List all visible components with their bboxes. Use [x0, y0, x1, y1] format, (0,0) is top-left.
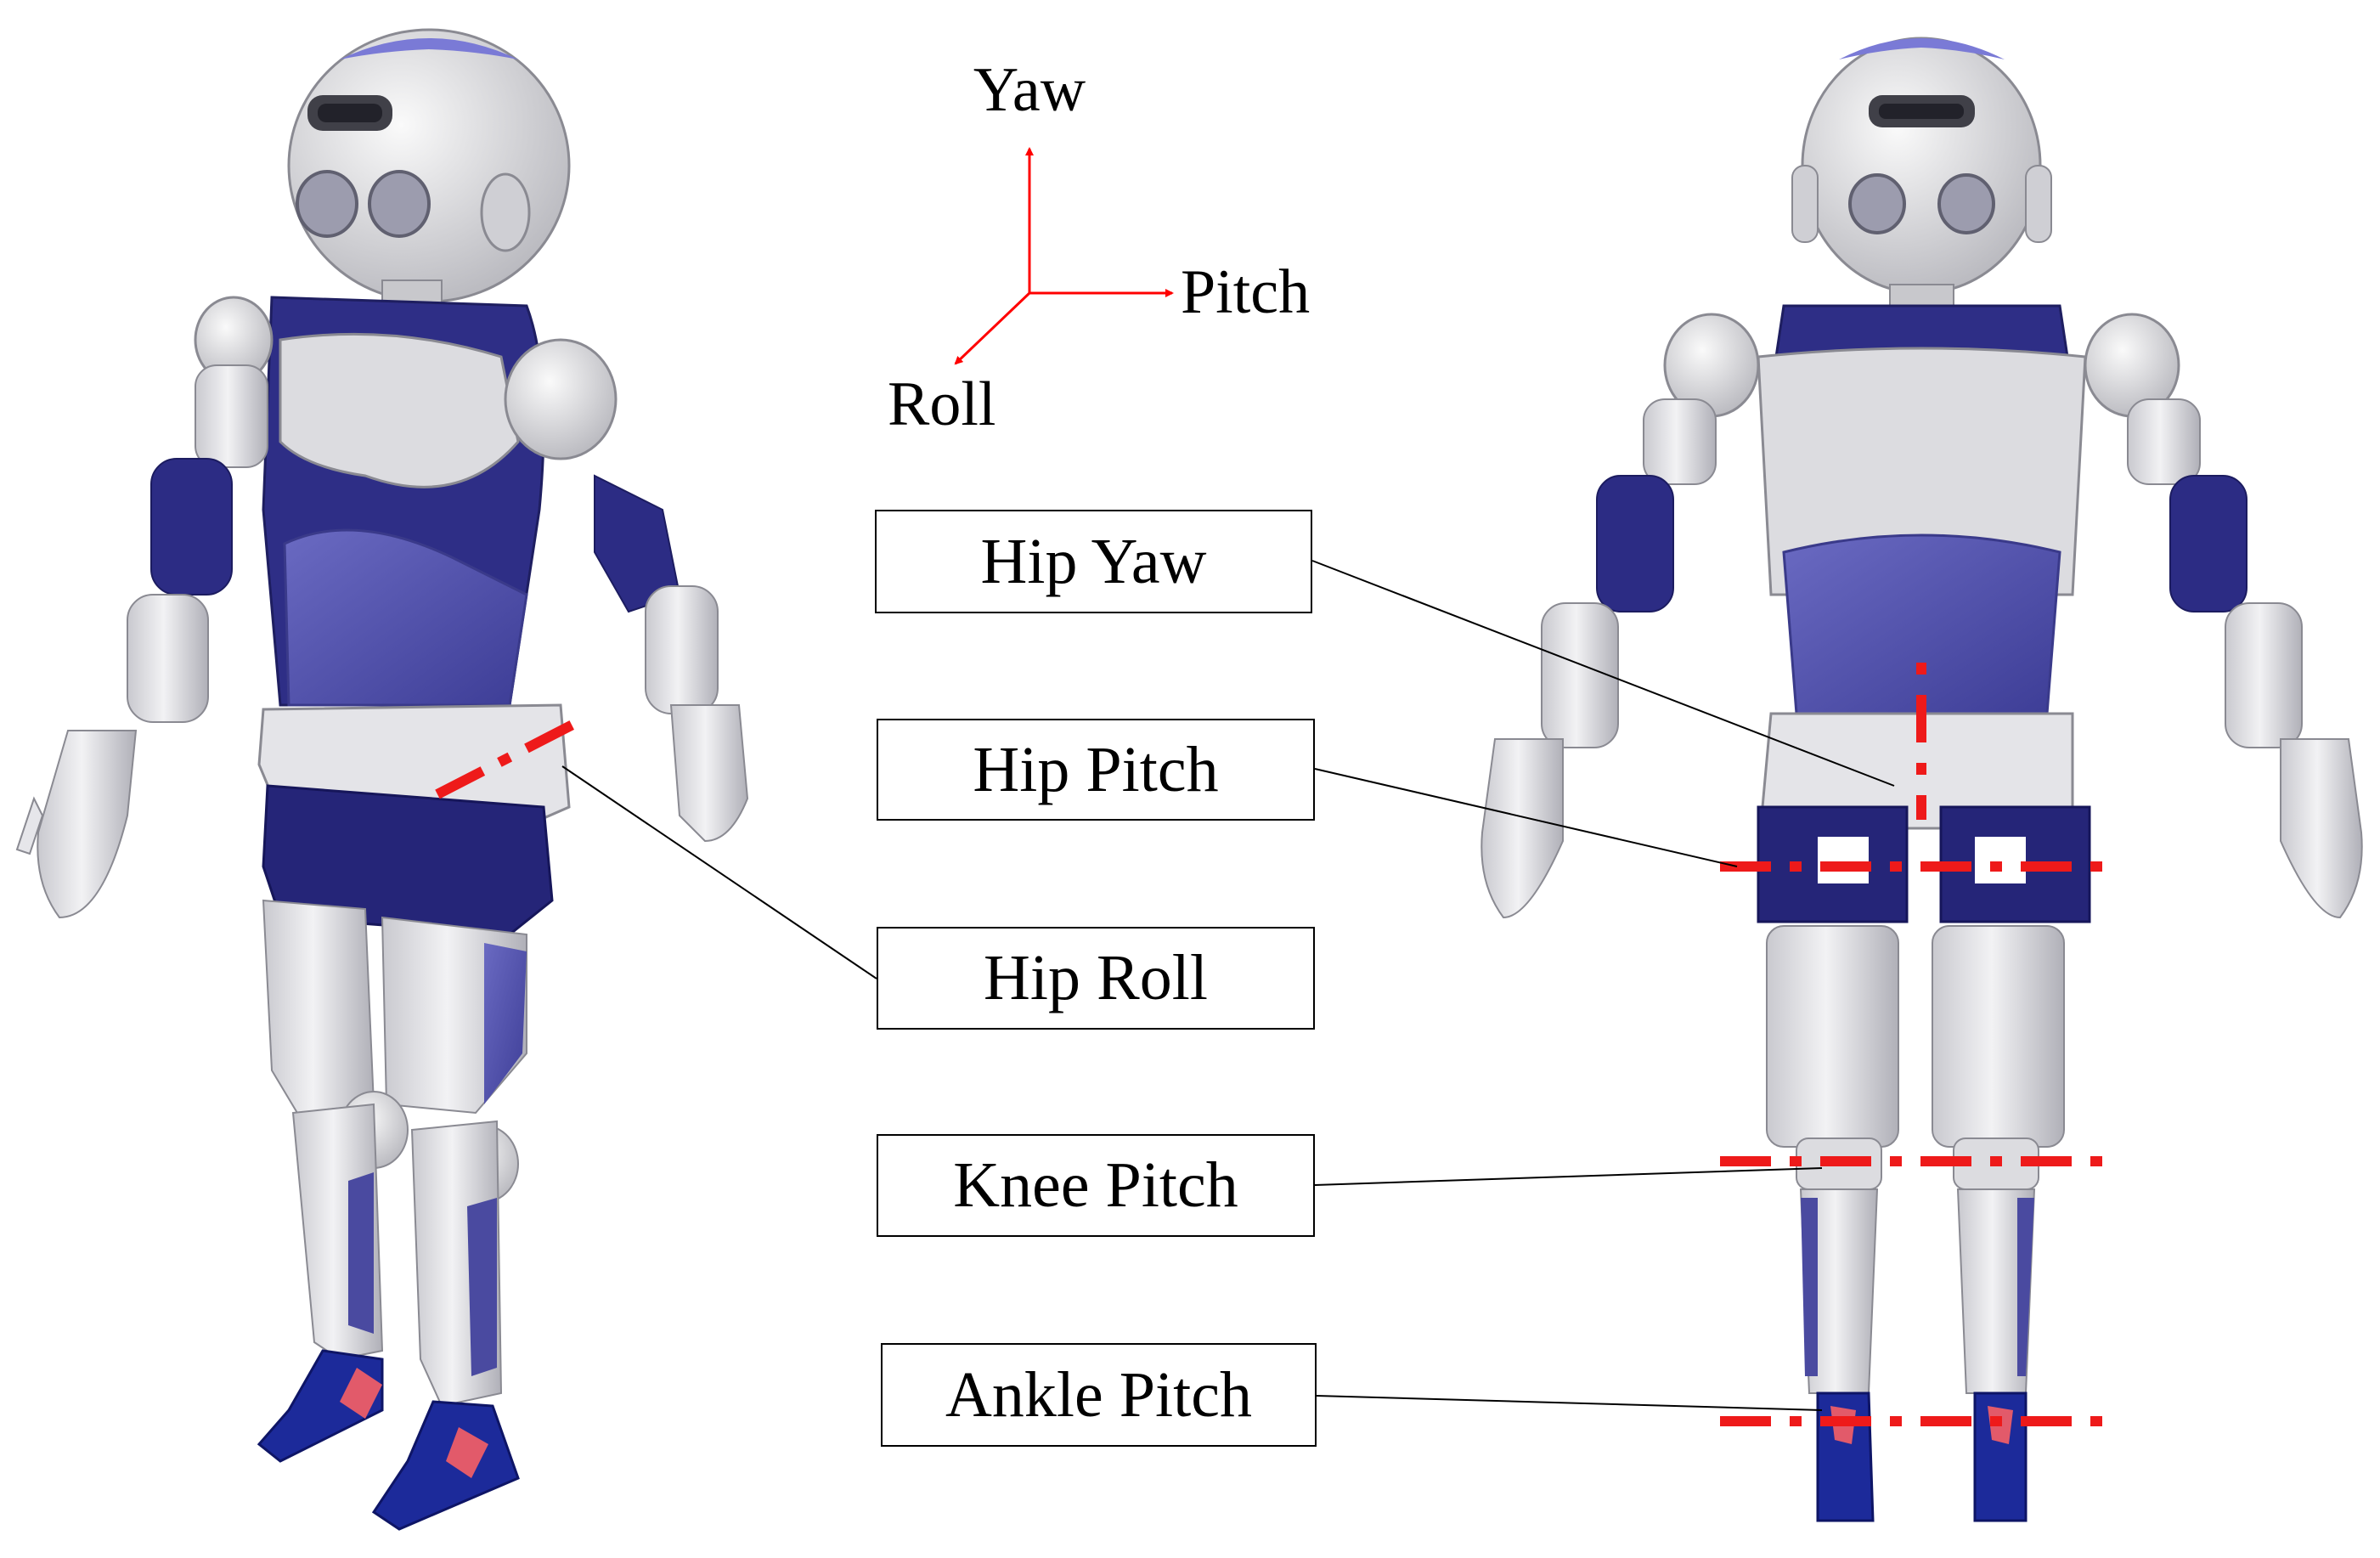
left-robot-chest-plate	[279, 332, 520, 488]
hip-yaw-label-box: Hip Yaw	[875, 510, 1312, 613]
hip-roll-axis-dash	[435, 717, 580, 799]
hip-roll-label: Hip Roll	[984, 942, 1208, 1013]
right-robot-arm-right	[2084, 313, 2363, 919]
hip-pitch-label: Hip Pitch	[973, 733, 1219, 805]
hip-roll-label-box: Hip Roll	[877, 927, 1315, 1030]
right-robot-chest-plate	[1757, 347, 2087, 596]
robot-three-quarter-view	[15, 28, 749, 1531]
yaw-label: Yaw	[973, 55, 1086, 125]
hip-pitch-leader	[1314, 768, 1738, 867]
right-robot-feet	[1816, 1391, 2028, 1522]
knee-pitch-leader	[1314, 1167, 1823, 1186]
ankle-pitch-leader	[1316, 1395, 1823, 1411]
left-robot-arm-left	[15, 296, 274, 919]
hip-roll-leader	[561, 765, 877, 979]
knee-pitch-label-box: Knee Pitch	[877, 1134, 1315, 1237]
pitch-label: Pitch	[1181, 257, 1310, 327]
hip-yaw-leader	[1311, 560, 1895, 787]
left-robot-head	[287, 28, 571, 303]
roll-arrow	[954, 291, 1031, 365]
right-robot-legs	[1766, 925, 2065, 1394]
robot-front-view	[1480, 37, 2363, 1522]
hip-yaw-label: Hip Yaw	[980, 525, 1207, 597]
left-robot-arm-right	[504, 338, 749, 843]
knee-pitch-label: Knee Pitch	[953, 1149, 1238, 1221]
right-robot-head	[1791, 37, 2052, 295]
roll-label: Roll	[888, 370, 995, 439]
right-robot-arm-left	[1480, 313, 1760, 919]
ankle-pitch-label-box: Ankle Pitch	[881, 1343, 1317, 1447]
left-robot-feet	[257, 1349, 520, 1531]
left-robot-legs	[262, 899, 527, 1408]
leader-lines	[561, 560, 1895, 1411]
right-robot-belly	[1782, 533, 2061, 715]
ankle-pitch-label: Ankle Pitch	[945, 1358, 1252, 1431]
left-robot-belly	[283, 528, 528, 707]
hip-pitch-label-box: Hip Pitch	[877, 719, 1315, 821]
orientation-triad: Yaw Pitch Roll	[888, 55, 1310, 439]
